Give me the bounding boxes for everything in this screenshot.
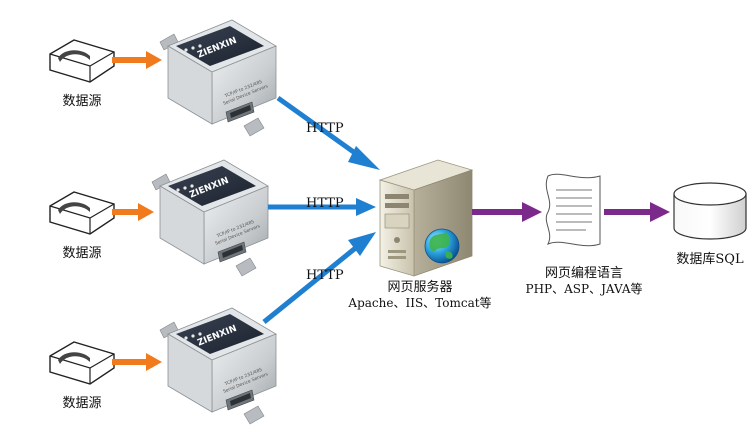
language-subtitle: PHP、ASP、JAVA等 (525, 282, 643, 296)
http-arrow (262, 232, 376, 324)
disk-drive-icon (49, 191, 115, 235)
server-title: 网页服务器 (387, 280, 453, 295)
http-label: HTTP (306, 121, 344, 136)
source-arrow (112, 51, 162, 69)
disk-drive-icon (49, 341, 115, 385)
language-title: 网页编程语言 (544, 266, 624, 281)
http-arrow (276, 95, 380, 170)
http-arrow (268, 198, 376, 216)
document-scroll-icon (545, 173, 601, 247)
source-arrow (112, 203, 154, 221)
server-tower-icon (378, 159, 474, 277)
globe-icon (424, 228, 460, 264)
source-label: 数据源 (62, 396, 102, 411)
source-label: 数据源 (62, 246, 102, 261)
database-title: 数据库SQL (676, 252, 744, 267)
server-subtitle: Apache、IIS、Tomcat等 (348, 296, 492, 310)
source-arrow (112, 353, 162, 371)
language-to-database-arrow (604, 202, 670, 222)
disk-drive-icon (49, 39, 115, 83)
database-cylinder-icon (673, 182, 747, 240)
http-label: HTTP (306, 196, 344, 211)
source-label: 数据源 (62, 94, 102, 109)
http-label: HTTP (306, 268, 344, 283)
server-to-language-arrow (472, 202, 542, 222)
